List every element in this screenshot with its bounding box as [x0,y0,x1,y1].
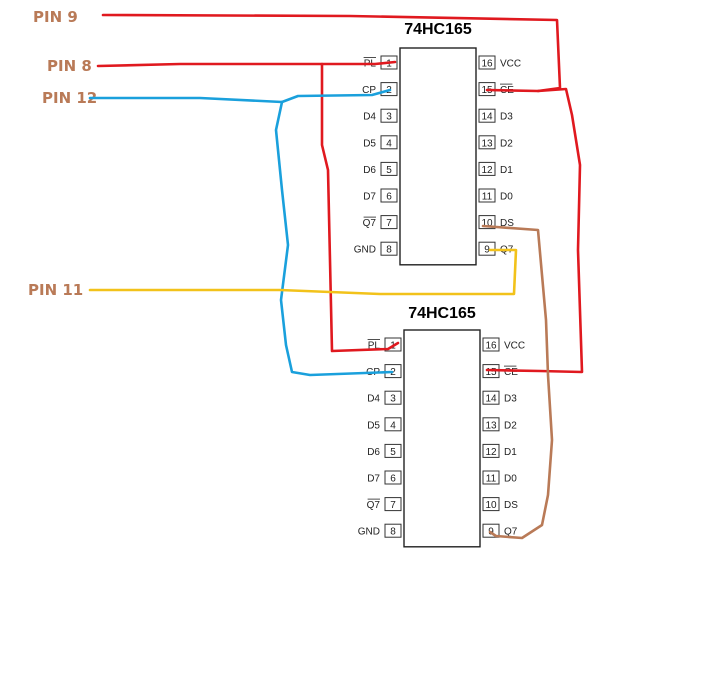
pin-number: 13 [485,420,497,431]
pin-box [482,390,500,405]
pin-number: 14 [481,112,493,123]
pin11-label: PIN 11 [28,281,83,299]
wire-pin9-ce [101,13,562,93]
wire-ds-q7-chain [481,224,554,540]
pin-number: 7 [390,500,396,511]
pin-label: D4 [367,394,380,405]
pin-label: D7 [367,474,380,485]
wire-pin11-q7 [88,248,518,296]
pin-number: 10 [485,500,497,511]
pin-label: Q7 [504,527,518,538]
pin-label: D4 [363,112,376,123]
pin-label: GND [358,527,380,538]
pin-number: 11 [482,192,493,203]
pin-number: 5 [390,447,396,458]
pin-number: 4 [390,420,396,431]
pin-box [384,390,402,405]
pin-box [384,523,402,538]
pin-box [380,161,398,176]
pin-label: D3 [504,394,517,405]
pin9-label: PIN 9 [33,8,78,26]
wire-pl-chain [320,62,400,353]
pin-label: D3 [500,112,513,123]
chip-body [403,329,481,548]
pin-number: 4 [386,138,392,149]
chip-title: 74HC165 [404,21,472,38]
pin-label: GND [354,245,376,256]
pin-label: DS [500,218,514,229]
pin-label: Q7 [363,218,377,229]
pin-box [384,417,402,432]
pin-box [478,188,496,203]
pin-number: 8 [390,527,396,538]
pin-number: 13 [481,138,493,149]
pin-number: 8 [386,245,392,256]
chip-body [399,47,477,266]
pin-box [478,161,496,176]
pin-box [482,417,500,432]
pin-number: 16 [485,341,497,352]
pin-box [380,215,398,230]
pin-number: 9 [484,245,490,256]
pin-number: 7 [386,218,392,229]
pin-box [478,108,496,123]
pin-label: D2 [504,420,517,431]
pin-label: VCC [500,59,521,70]
pin-label: CP [362,85,376,96]
pin-label: Q7 [367,500,381,511]
pin-label: D5 [367,420,380,431]
pin-number: 15 [485,367,497,378]
pin-number: 6 [386,192,392,203]
pin-number: 11 [486,474,497,485]
pin-label: DS [504,500,518,511]
chip-title: 74HC165 [408,305,476,322]
pin-label: D0 [504,474,517,485]
pin-label: D6 [367,447,380,458]
pin-box [380,108,398,123]
pin-number: 2 [390,367,396,378]
pin-box [482,337,500,352]
pin-box [384,443,402,458]
pin-number: 3 [386,112,392,123]
pin-box [482,497,500,512]
pin-label: D1 [504,447,517,458]
wire-pin8-pl [96,60,397,68]
pin12-label: PIN 12 [42,89,97,107]
pin-box [380,241,398,256]
pin-number: 12 [481,165,493,176]
pin-label: CE [504,367,518,378]
pin-number: 1 [386,59,392,70]
pin-number: 3 [390,394,396,405]
pin-number: 16 [481,59,493,70]
pin-box [482,443,500,458]
pin-label: D5 [363,138,376,149]
pin-label: D6 [363,165,376,176]
pin8-label: PIN 8 [47,57,92,75]
pin-box [482,470,500,485]
wire-cp-chain [274,100,394,377]
pin-box [478,55,496,70]
pin-number: 14 [485,394,497,405]
pin-number: 12 [485,447,497,458]
pin-number: 6 [390,474,396,485]
pin-number: 5 [386,165,392,176]
pin-label: D2 [500,138,513,149]
pin-box [384,470,402,485]
pin-number: 10 [481,218,493,229]
pin-label: VCC [504,341,525,352]
pin-box [478,135,496,150]
pin-box [380,188,398,203]
pin-label: PL [368,341,381,352]
pin-label: D1 [500,165,513,176]
pin-label: D7 [363,192,376,203]
pin-label: D0 [500,192,513,203]
pin-box [380,135,398,150]
wire-pin12-cp [88,88,392,104]
pin-box [384,497,402,512]
